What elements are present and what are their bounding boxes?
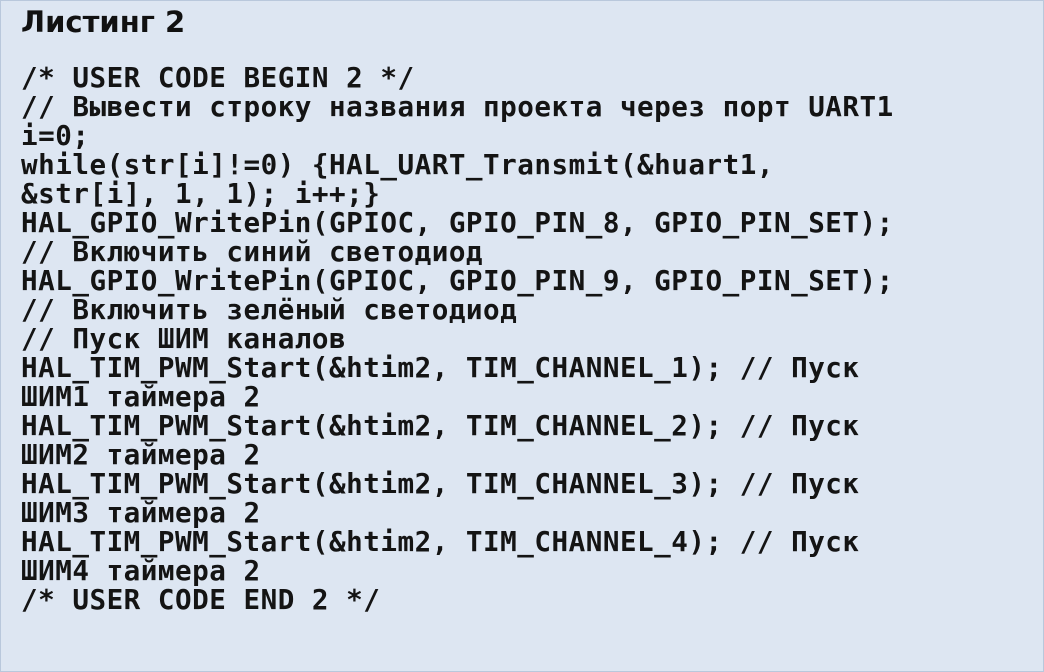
code-line-19: /* USER CODE END 2 */ bbox=[21, 583, 381, 616]
code-line-1: /* USER CODE BEGIN 2 */ bbox=[21, 61, 415, 94]
code-line-5: &str[i], 1, 1); i++;} bbox=[21, 177, 381, 210]
code-line-3: i=0; bbox=[21, 119, 90, 152]
code-line-14: ШИМ2 таймера 2 bbox=[21, 438, 261, 471]
code-line-2: // Вывести строку названия проекта через… bbox=[21, 90, 894, 123]
code-line-7: // Включить синий светодиод bbox=[21, 235, 484, 268]
code-line-6: HAL_GPIO_WritePin(GPIOC, GPIO_PIN_8, GPI… bbox=[21, 206, 894, 239]
code-line-9: // Включить зелёный светодиод bbox=[21, 293, 518, 326]
code-line-17: HAL_TIM_PWM_Start(&htim2, TIM_CHANNEL_4)… bbox=[21, 525, 860, 558]
code-line-8: HAL_GPIO_WritePin(GPIOC, GPIO_PIN_9, GPI… bbox=[21, 264, 894, 297]
code-line-11: HAL_TIM_PWM_Start(&htim2, TIM_CHANNEL_1)… bbox=[21, 351, 860, 384]
code-block: /* USER CODE BEGIN 2 */// Вывести строку… bbox=[21, 63, 894, 614]
code-line-12: ШИМ1 таймера 2 bbox=[21, 380, 261, 413]
code-line-4: while(str[i]!=0) {HAL_UART_Transmit(&hua… bbox=[21, 148, 774, 181]
listing-title: Листинг 2 bbox=[21, 5, 186, 39]
code-line-15: HAL_TIM_PWM_Start(&htim2, TIM_CHANNEL_3)… bbox=[21, 467, 860, 500]
code-line-16: ШИМ3 таймера 2 bbox=[21, 496, 261, 529]
code-line-18: ШИМ4 таймера 2 bbox=[21, 554, 261, 587]
code-line-13: HAL_TIM_PWM_Start(&htim2, TIM_CHANNEL_2)… bbox=[21, 409, 860, 442]
code-line-10: // Пуск ШИМ каналов bbox=[21, 322, 347, 355]
